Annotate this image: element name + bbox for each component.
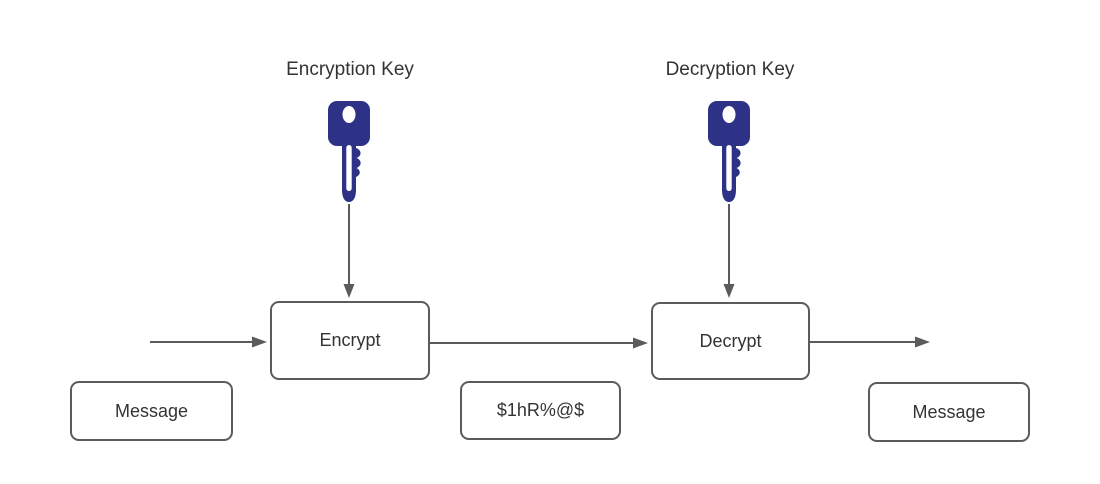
encryption-key-label: Encryption Key xyxy=(286,59,414,80)
input-message-node: Message xyxy=(70,381,233,441)
output-message-label: Message xyxy=(912,401,986,422)
plaintext-in-arrow xyxy=(150,336,267,348)
decrypt-node: Decrypt xyxy=(651,302,810,380)
ciphertext-node: $1hR%@$ xyxy=(460,381,621,440)
decryption-key-icon xyxy=(707,100,751,208)
decryption-key-arrow xyxy=(723,204,735,298)
decryption-key-label: Decryption Key xyxy=(665,59,795,80)
encryption-key-arrow xyxy=(343,204,355,298)
encrypt-node: Encrypt xyxy=(270,301,430,380)
encrypt-node-label: Encrypt xyxy=(319,330,381,350)
ciphertext-label: $1hR%@$ xyxy=(496,400,585,420)
plaintext-out-arrow xyxy=(810,336,930,348)
ciphertext-transfer-arrow xyxy=(430,337,648,349)
input-message-label: Message xyxy=(114,400,189,421)
output-message-node: Message xyxy=(868,382,1030,442)
decrypt-node-label: Decrypt xyxy=(699,330,762,351)
encryption-key-icon xyxy=(327,100,371,208)
